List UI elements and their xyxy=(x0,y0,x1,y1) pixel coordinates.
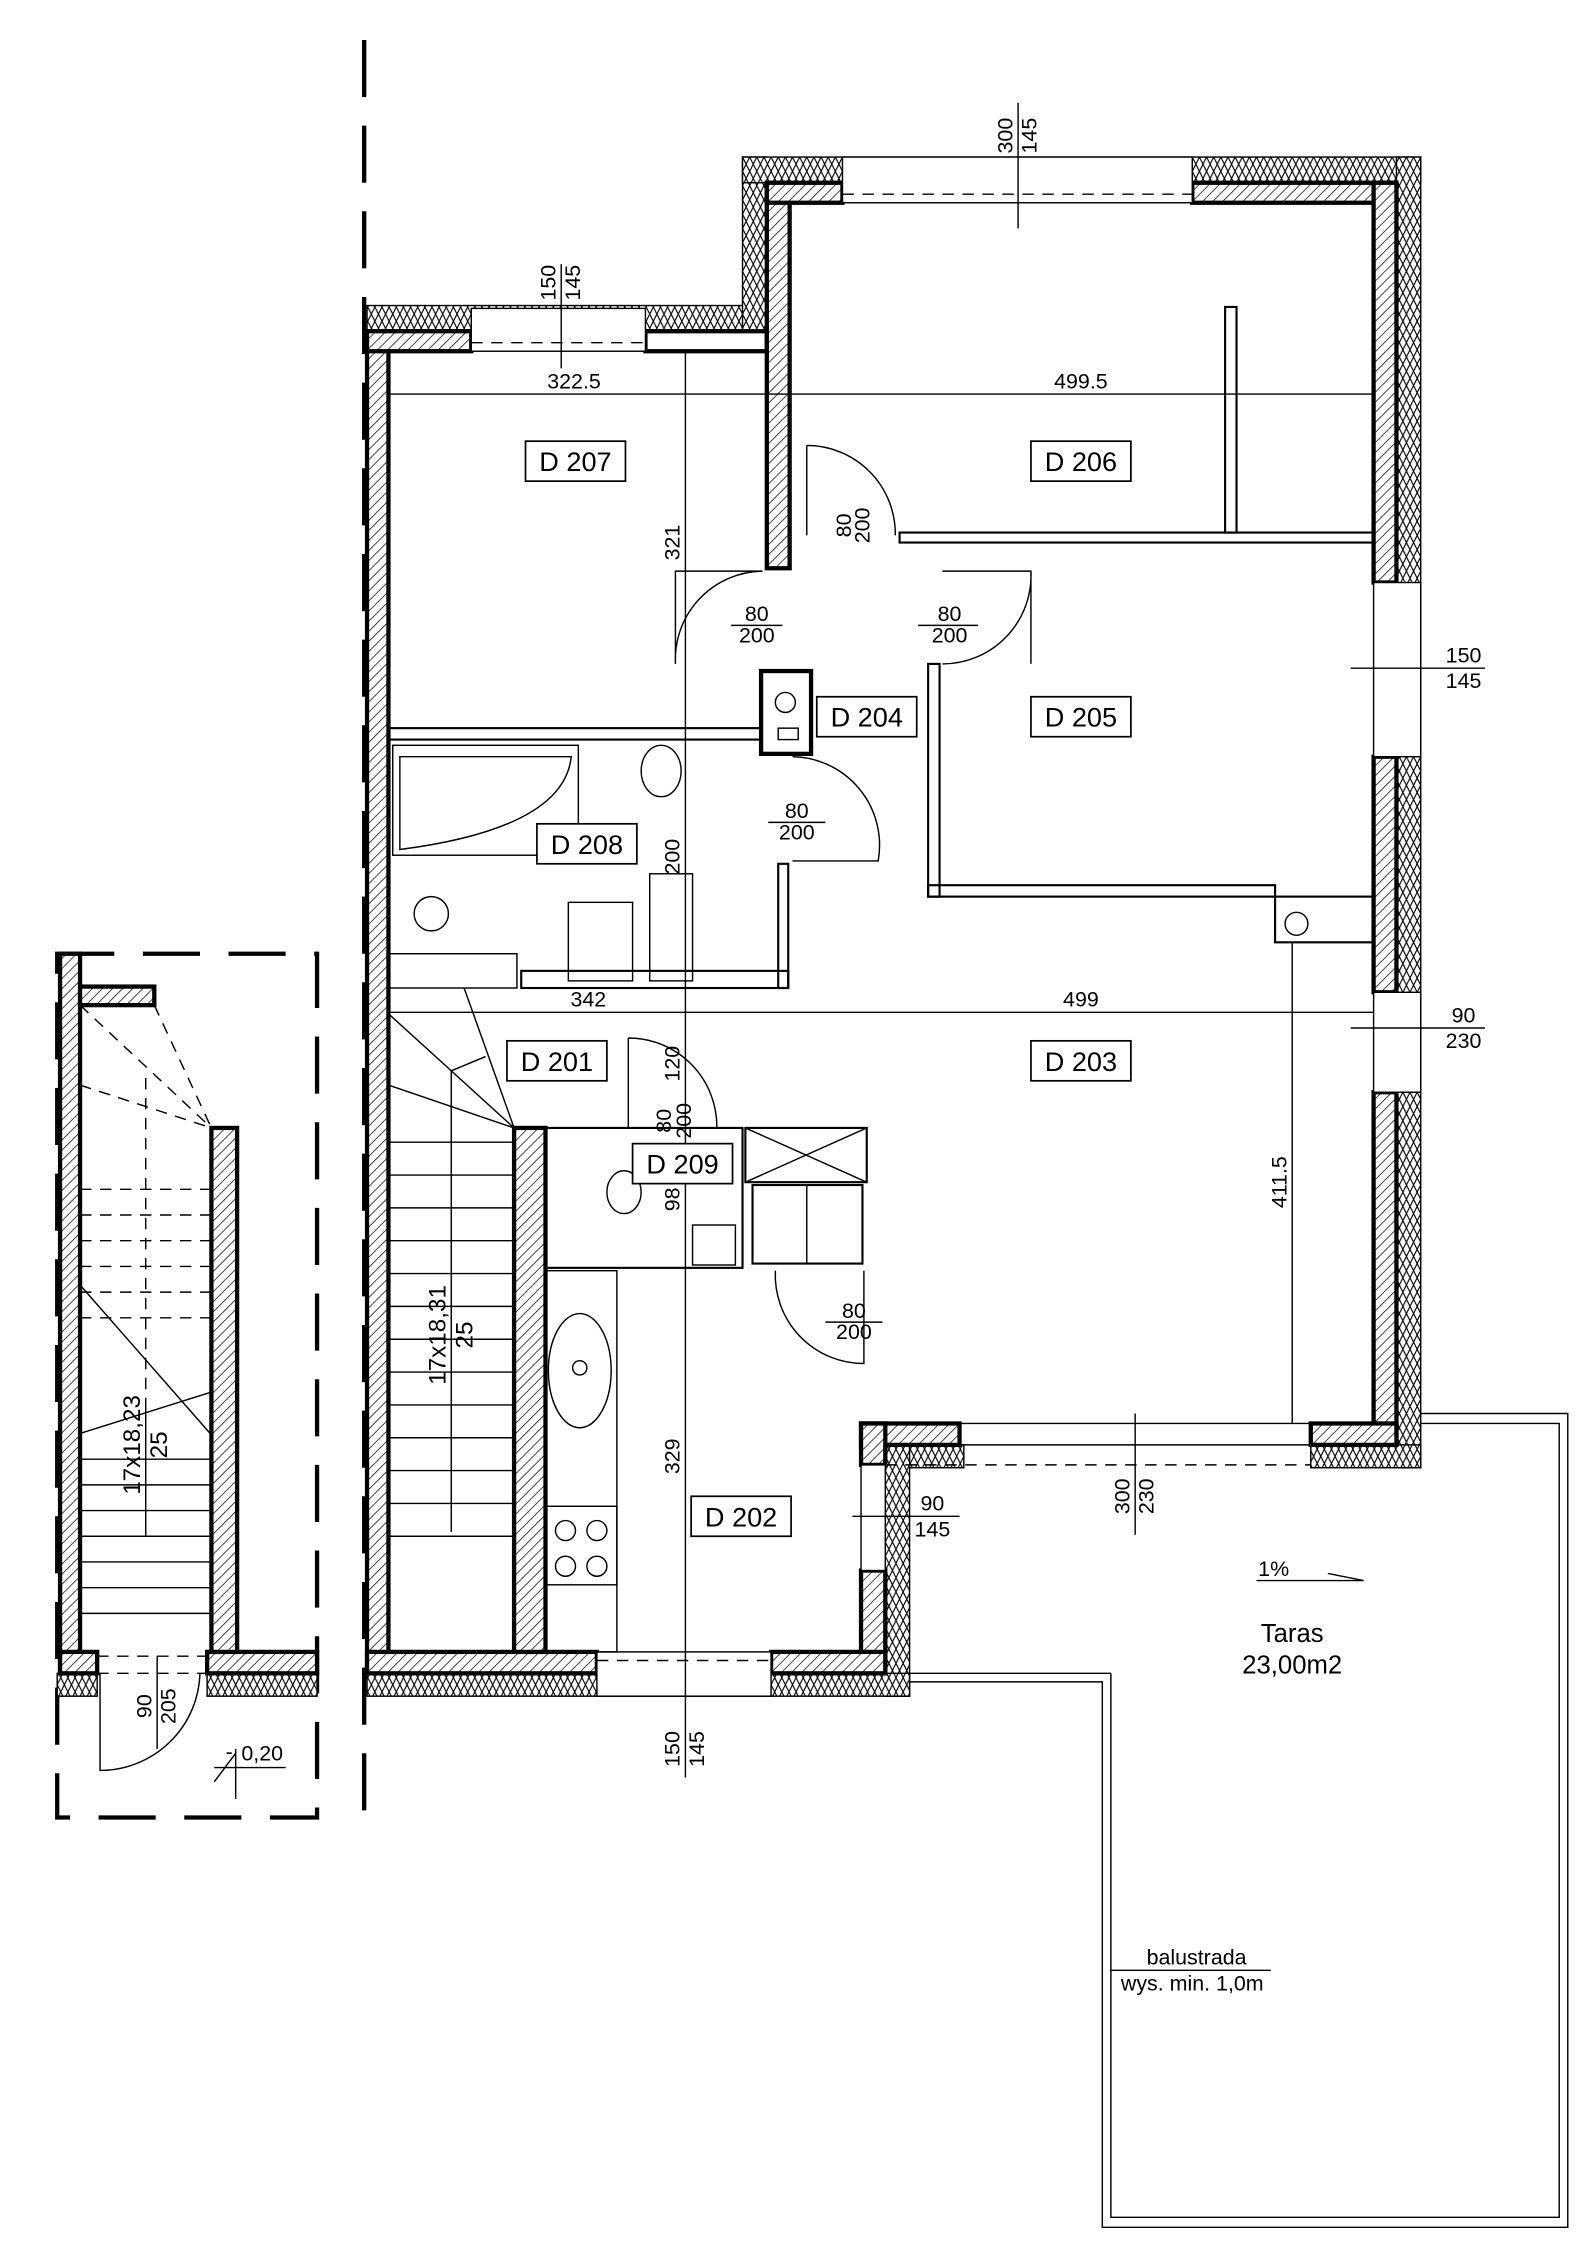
walls xyxy=(57,180,1399,1676)
w207-width: 150 xyxy=(536,265,560,301)
dim-mid-left: 342 xyxy=(570,988,606,1012)
svg-text:200: 200 xyxy=(836,1320,872,1344)
entrance-width: 90 xyxy=(132,1694,156,1718)
svg-text:D 201: D 201 xyxy=(521,1046,593,1077)
w202-side-height: 145 xyxy=(915,1517,951,1541)
svg-text:D 202: D 202 xyxy=(705,1501,777,1532)
w206-width: 300 xyxy=(993,118,1017,154)
svg-text:80: 80 xyxy=(745,602,769,626)
dim-top-right: 499.5 xyxy=(1054,369,1108,393)
dim-321: 321 xyxy=(661,525,685,561)
w206-height: 145 xyxy=(1018,118,1042,154)
w207-height: 145 xyxy=(561,265,585,301)
svg-text:D 206: D 206 xyxy=(1045,446,1117,477)
svg-text:D 205: D 205 xyxy=(1045,702,1117,733)
partitions xyxy=(387,305,1375,1653)
svg-text:D 204: D 204 xyxy=(831,702,903,733)
balustrade-label: balustrada xyxy=(1147,1946,1247,1970)
w205-height: 145 xyxy=(1446,669,1482,693)
w203-height: 230 xyxy=(1446,1029,1482,1053)
dim-mid-right: 499 xyxy=(1063,988,1099,1012)
terrace-slope: 1% xyxy=(1258,1557,1289,1581)
doors xyxy=(99,444,1032,1772)
room-D203: D 203 xyxy=(1030,1039,1132,1082)
svg-text:200: 200 xyxy=(672,1103,696,1139)
w202-bottom-width: 150 xyxy=(661,1731,685,1767)
svg-text:200: 200 xyxy=(851,507,875,543)
dimension-lines xyxy=(156,102,1569,2229)
svg-text:D 208: D 208 xyxy=(551,829,623,860)
svg-text:200: 200 xyxy=(932,623,968,647)
svg-text:80: 80 xyxy=(785,799,809,823)
svg-text:D 203: D 203 xyxy=(1045,1046,1117,1077)
dim-120: 120 xyxy=(661,1046,685,1082)
room-labels: D 207 D 206 D 205 D 204 D 208 D 201 D 20… xyxy=(506,440,1132,1538)
terrace-door-width: 300 xyxy=(1110,1478,1134,1514)
svg-text:D 207: D 207 xyxy=(539,446,611,477)
room-D207: D 207 xyxy=(524,440,627,483)
w203-width: 90 xyxy=(1452,1003,1476,1027)
room-D206: D 206 xyxy=(1030,440,1132,483)
room-D208: D 208 xyxy=(536,822,638,865)
stair-main-rise: 17x18,31 xyxy=(425,1285,452,1385)
dim-top-left: 322.5 xyxy=(547,369,601,393)
plot-boundaries xyxy=(55,39,367,1821)
dim-200: 200 xyxy=(661,839,685,875)
terrace-name: Taras xyxy=(1261,1620,1324,1648)
room-D209: D 209 xyxy=(631,1142,734,1185)
svg-text:80: 80 xyxy=(832,513,856,537)
dim-329: 329 xyxy=(661,1438,685,1474)
dim-98: 98 xyxy=(661,1187,685,1211)
room-D205: D 205 xyxy=(1030,695,1132,738)
svg-text:80: 80 xyxy=(652,1109,676,1133)
stairs xyxy=(79,987,515,1615)
w202-bottom-height: 145 xyxy=(685,1731,709,1767)
svg-text:D 209: D 209 xyxy=(646,1149,718,1180)
dim-411-5: 411.5 xyxy=(1268,1156,1292,1208)
w202-side-width: 90 xyxy=(921,1492,945,1516)
terrace-labels: 1% Taras 23,00m2 balustrada wys. min. 1,… xyxy=(1110,1557,1342,1995)
terrace-area: 23,00m2 xyxy=(1242,1651,1342,1679)
stair-labels: 17x18,31 25 17x18,23 25 - 0,20 xyxy=(119,1285,479,1765)
level-minus: - xyxy=(226,1740,233,1764)
svg-text:80: 80 xyxy=(938,602,962,626)
terrace-door-height: 230 xyxy=(1135,1478,1159,1514)
room-D204: D 204 xyxy=(815,695,918,738)
balustrade-note: wys. min. 1,0m xyxy=(1120,1971,1264,1995)
windows xyxy=(97,156,1422,1697)
room-D202: D 202 xyxy=(690,1495,792,1538)
stair-ground-rise: 17x18,23 xyxy=(119,1395,146,1495)
stair-ground-tread: 25 xyxy=(146,1431,173,1458)
w205-width: 150 xyxy=(1446,643,1482,667)
svg-text:200: 200 xyxy=(739,623,775,647)
room-D201: D 201 xyxy=(506,1039,608,1082)
svg-text:200: 200 xyxy=(779,821,815,845)
entrance-height: 205 xyxy=(157,1688,181,1724)
window-labels: 150 145 300 145 150 145 90 230 300 230 9… xyxy=(132,118,1481,1767)
dimension-labels: 322.5 499.5 342 499 321 200 120 329 411.… xyxy=(547,369,1291,1474)
svg-text:80: 80 xyxy=(842,1299,866,1323)
stair-main-tread: 25 xyxy=(452,1321,479,1348)
level-value: 0,20 xyxy=(241,1741,283,1765)
